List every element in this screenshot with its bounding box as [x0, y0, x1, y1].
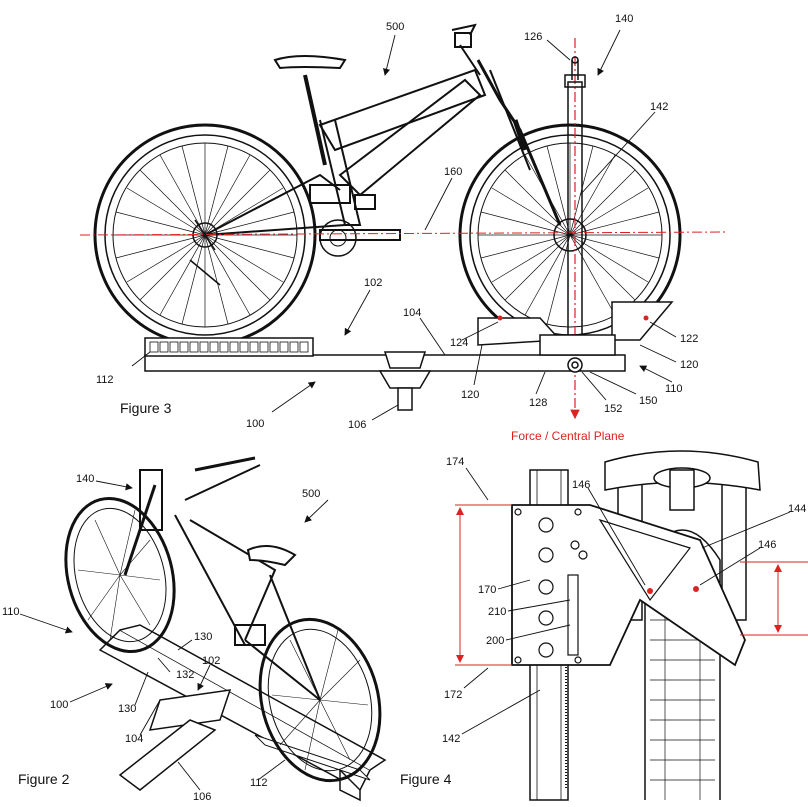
figure-3: 500 140 126 142 160 102 104 124 122 120 … [79, 13, 726, 443]
fig4-label-146-right: 146 [758, 539, 776, 551]
figure-4-caption: Figure 4 [400, 771, 452, 787]
fig2-label-102: 102 [202, 655, 220, 667]
label-150: 150 [639, 395, 657, 407]
fig2-label-132: 132 [176, 669, 194, 681]
fig2-front-wheel [64, 496, 176, 654]
label-100: 100 [246, 418, 264, 430]
contact-point-right [643, 315, 649, 321]
fig4-label-174: 174 [446, 456, 464, 468]
fig2-label-500: 500 [302, 488, 320, 500]
fig2-label-104: 104 [125, 733, 143, 745]
contact-point-left [497, 315, 503, 321]
label-106: 106 [348, 419, 366, 431]
bike-frame [189, 23, 562, 286]
fig2-label-106: 106 [193, 791, 211, 803]
fig4-label-144: 144 [788, 503, 806, 515]
fig4-label-146-top: 146 [572, 479, 590, 491]
fig2-label-100: 100 [50, 699, 68, 711]
label-112: 112 [96, 374, 114, 386]
label-152: 152 [604, 403, 622, 415]
fig2-label-110: 110 [2, 606, 20, 618]
label-124: 124 [450, 337, 468, 349]
label-110: 110 [665, 383, 683, 395]
fig2-label-130-bottom: 130 [118, 703, 136, 715]
label-102: 102 [364, 277, 382, 289]
fork-post [564, 56, 586, 368]
label-140: 140 [615, 13, 633, 25]
figure-2: 140 500 110 130 132 102 100 130 104 112 … [2, 456, 387, 803]
label-160: 160 [444, 166, 462, 178]
fig4-label-200: 200 [486, 635, 504, 647]
fig4-label-210: 210 [488, 606, 506, 618]
fig4-contact-point-left [647, 588, 653, 594]
figure-3-caption: Figure 3 [120, 400, 172, 416]
fig2-label-140: 140 [76, 473, 94, 485]
fig2-label-130-top: 130 [194, 631, 212, 643]
fig4-label-172: 172 [444, 689, 462, 701]
fig4-label-142: 142 [442, 733, 460, 745]
label-122: 122 [680, 333, 698, 345]
fig4-contact-point-right [693, 586, 699, 592]
force-central-plane-label: Force / Central Plane [511, 429, 625, 443]
fig2-label-112: 112 [250, 777, 268, 789]
label-104: 104 [403, 307, 421, 319]
rack-rail [144, 301, 674, 411]
label-142: 142 [650, 101, 668, 113]
label-126: 126 [524, 31, 542, 43]
fig4-label-170: 170 [478, 584, 496, 596]
label-120-left: 120 [461, 389, 479, 401]
label-128: 128 [529, 397, 547, 409]
figure-2-caption: Figure 2 [18, 771, 70, 787]
label-500: 500 [386, 21, 404, 33]
wheel-axis-centerline [79, 231, 726, 236]
label-120-right: 120 [680, 359, 698, 371]
figure-4: 174 146 144 146 170 210 200 172 142 Figu… [400, 450, 808, 801]
fig2-bike-frame [123, 456, 321, 701]
